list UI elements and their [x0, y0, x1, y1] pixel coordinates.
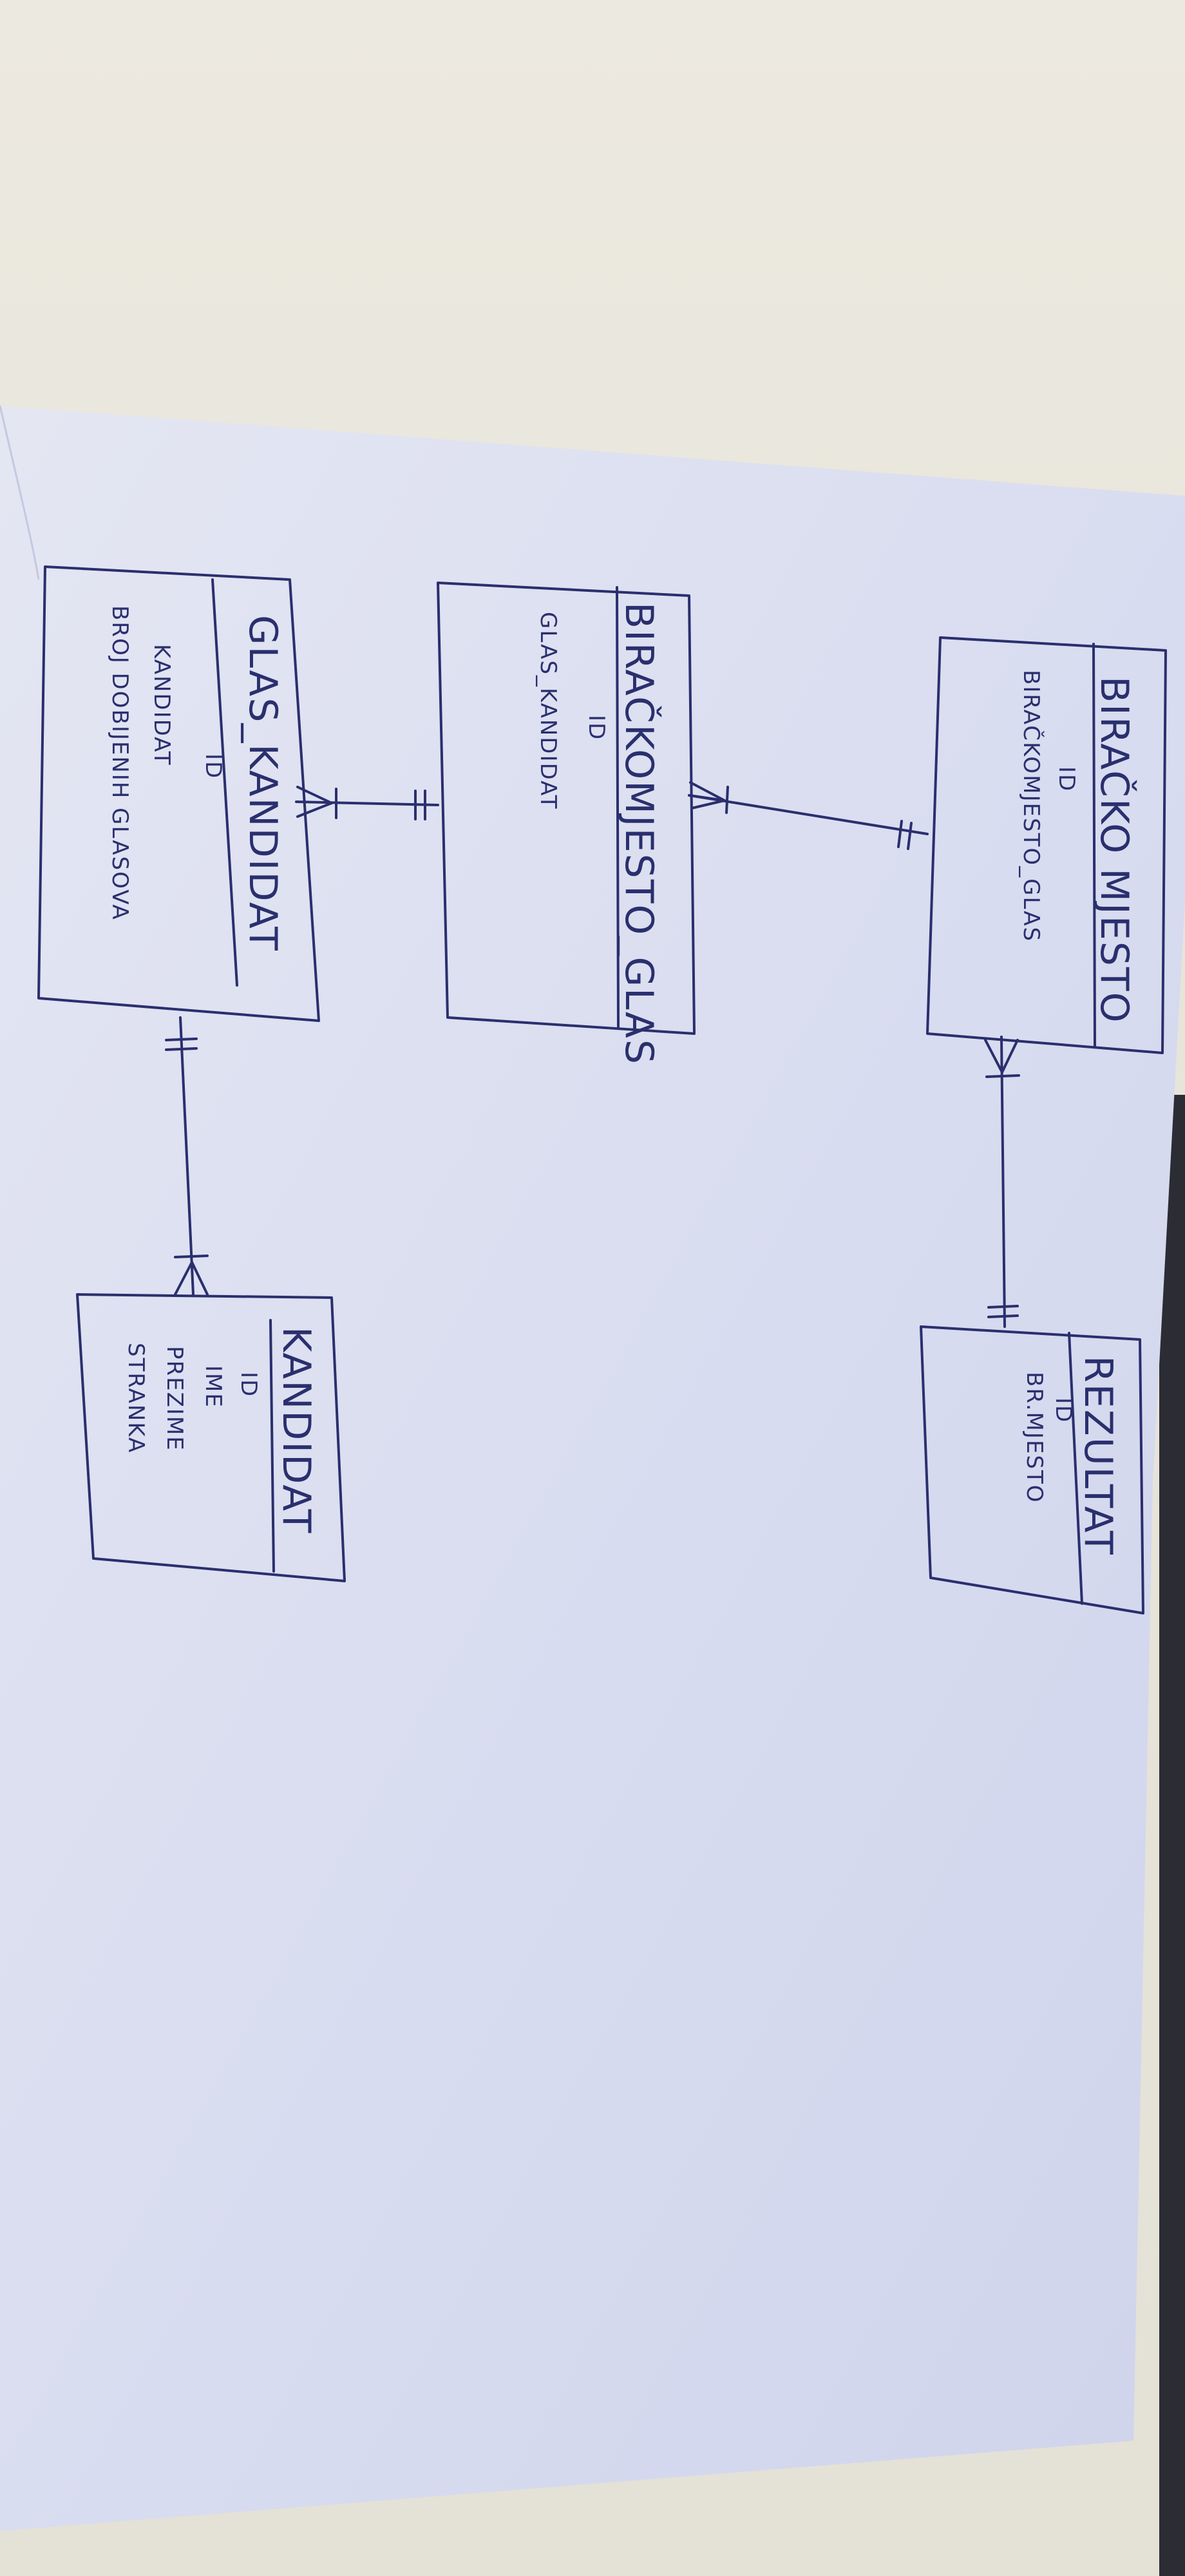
entity-attribute: ID [236, 1372, 261, 1397]
one-marker [165, 1037, 198, 1051]
entity-attribute: PREZIME [162, 1346, 187, 1452]
entity-attribute: BR.MJESTO [1021, 1372, 1047, 1504]
entity-attribute: STRANKA [123, 1343, 149, 1454]
one-marker [897, 820, 913, 850]
entity-title: BIRAČKOMJESTO_GLAS [616, 602, 662, 1065]
entity-attribute: IME [200, 1365, 226, 1408]
entity-box [76, 1293, 346, 1582]
entity-attribute: GLAS_KANDIDAT [535, 612, 561, 810]
paper-fold [0, 405, 40, 580]
relationship-glas-kandidat-kandidat [165, 1016, 209, 1296]
title-divider [1068, 1332, 1083, 1605]
paper-sheet [0, 406, 1185, 2531]
many-marker [688, 781, 729, 814]
title-divider [211, 578, 238, 987]
entity-title: BIRAČKO MJESTO [1092, 676, 1137, 1024]
entity-birackomjesto: BIRAČKO MJESTO ID BIRAČKOMJESTO_GLAS [926, 636, 1167, 1054]
entity-glas-kandidat: GLAS_KANDIDAT ID KANDIDAT BROJ DOBIJENIH… [37, 565, 320, 1022]
many-marker [984, 1039, 1020, 1078]
entity-birackomjesto-glas: BIRAČKOMJESTO_GLAS ID GLAS_KANDIDAT [437, 582, 696, 1065]
entity-attribute: ID [1054, 766, 1079, 792]
title-divider [269, 1319, 275, 1573]
entity-attribute: KANDIDAT [149, 644, 175, 766]
entity-title: REZULTAT [1076, 1356, 1121, 1556]
relationship-line [1000, 1036, 1006, 1328]
entity-attribute: BIRAČKOMJESTO_GLAS [1018, 670, 1045, 942]
entity-attribute: ID [1050, 1397, 1076, 1423]
entity-attribute: ID [200, 753, 226, 779]
many-marker [174, 1255, 209, 1296]
entity-rezultat: REZULTAT ID BR.MJESTO [920, 1325, 1144, 1615]
table-edge [1159, 1095, 1185, 2576]
one-marker [987, 1305, 1019, 1318]
entity-box [920, 1325, 1144, 1615]
relationship-rezultat-birackomjesto [984, 1036, 1020, 1328]
title-divider [616, 586, 620, 1028]
entity-title: GLAS_KANDIDAT [240, 615, 285, 952]
entity-box [437, 582, 696, 1035]
relationship-line [688, 794, 929, 835]
title-divider [1092, 643, 1096, 1048]
entity-title: KANDIDAT [274, 1327, 319, 1534]
entity-box [37, 565, 320, 1022]
many-marker [296, 786, 337, 819]
entity-attribute: ID [583, 715, 609, 741]
entity-kandidat: KANDIDAT ID IME PREZIME STRANKA [76, 1293, 346, 1582]
relationship-line [179, 1016, 194, 1296]
one-marker [414, 790, 426, 820]
relationship-birackomjesto-glas-glas-kandidat [295, 786, 439, 820]
entity-box [926, 636, 1167, 1054]
entity-attribute: BROJ DOBIJENIH GLASOVA [107, 605, 133, 921]
relationship-birackomjesto-birackomjesto-glas [688, 781, 929, 850]
